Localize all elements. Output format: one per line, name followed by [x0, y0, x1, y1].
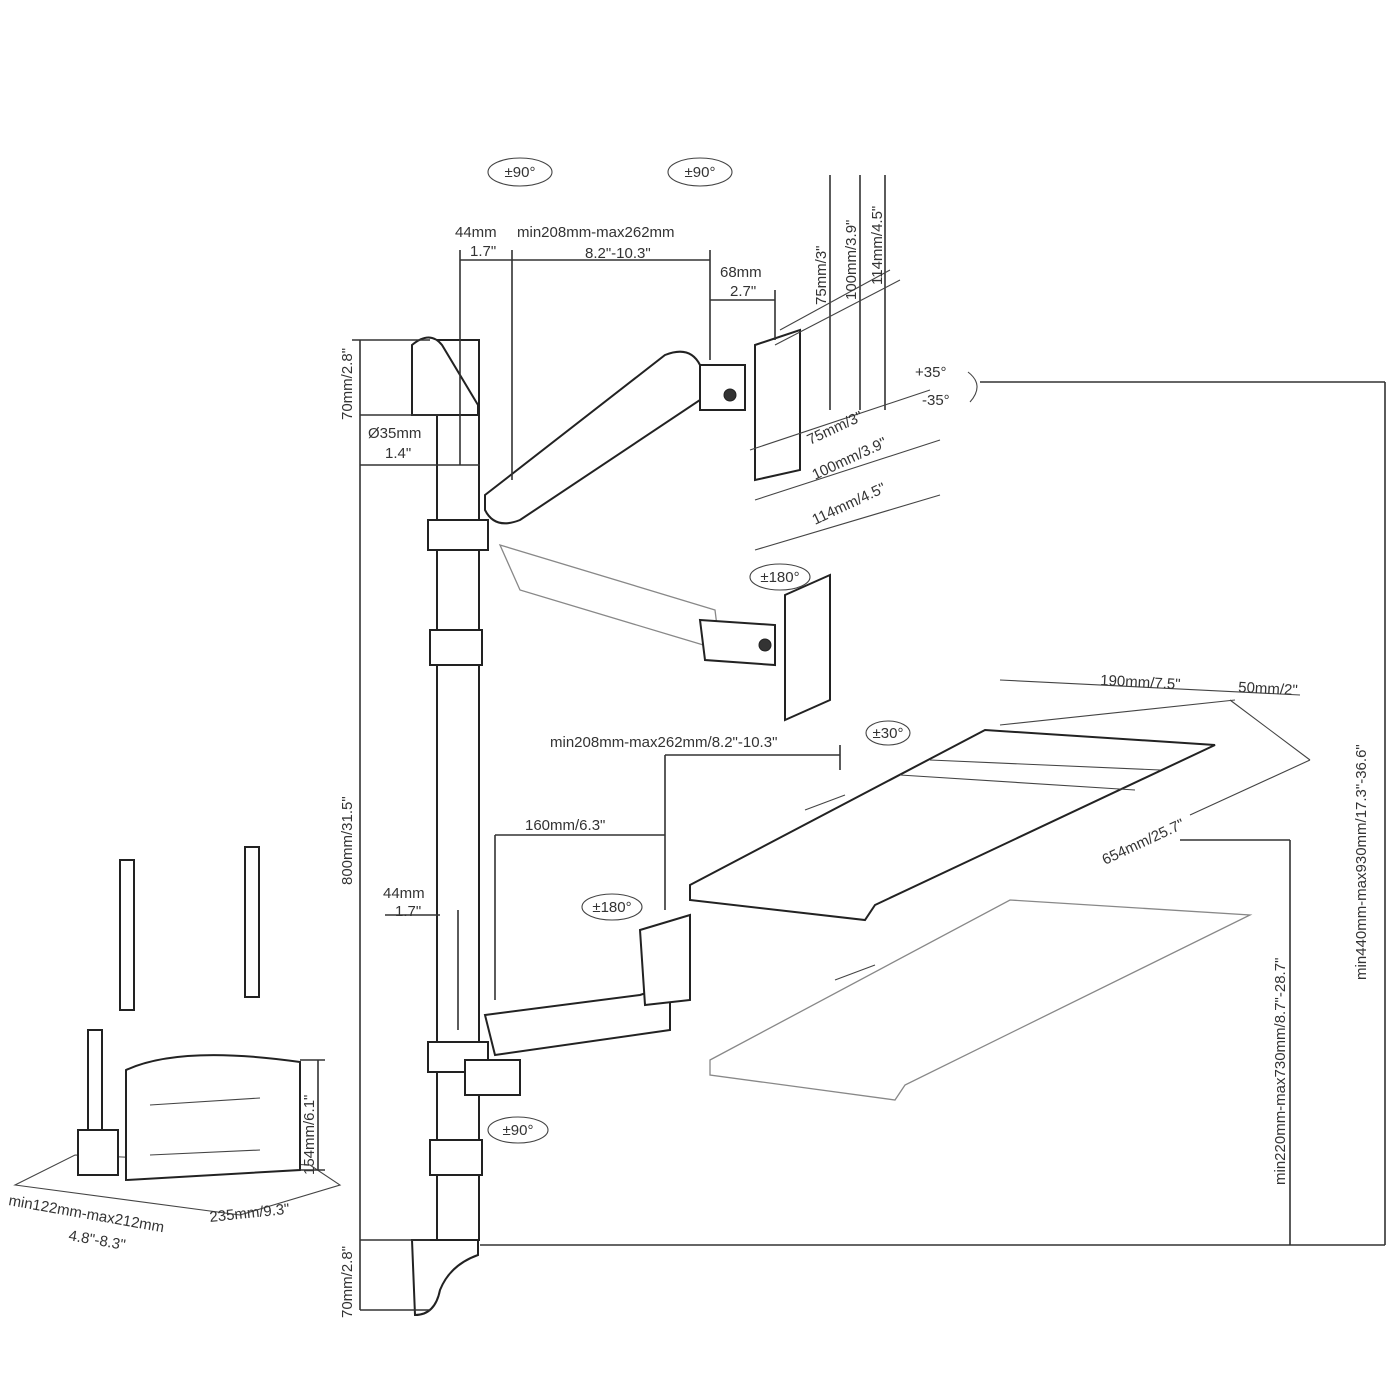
pole	[410, 336, 489, 1317]
dim-label: 190mm/7.5"	[1100, 672, 1181, 693]
bottom-clamp	[410, 1239, 479, 1317]
dim-label: 68mm	[720, 264, 762, 281]
dim-label: Ø35mm	[368, 425, 421, 442]
top-clamp	[411, 336, 479, 416]
dim-label: 70mm/2.8"	[339, 348, 356, 420]
keyboard-tray	[464, 699, 1253, 1101]
dim-label: 1.4"	[385, 445, 411, 462]
dim-label: min440mm-max930mm/17.3"-36.6"	[1353, 744, 1370, 980]
dim-label: 1.7"	[470, 243, 496, 260]
dim-label: 160mm/6.3"	[525, 817, 605, 834]
dim-label: 654mm/25.7"	[1100, 816, 1188, 869]
rotation-label: ±180°	[760, 569, 799, 586]
dim-label: 4.8"-8.3"	[67, 1227, 126, 1254]
dim-label: 50mm/2"	[1238, 679, 1298, 699]
rotation-label: ±30°	[873, 725, 904, 742]
rotation-arrow-icon	[487, 1116, 549, 1144]
dim-label: 100mm/3.9"	[843, 220, 860, 300]
dim-label: min208mm-max262mm	[517, 224, 675, 241]
monitor-arm	[484, 328, 831, 722]
collar	[429, 629, 483, 666]
rotation-label: ±90°	[505, 164, 536, 181]
dim-label: 75mm/3"	[813, 245, 830, 305]
rotation-arrow-icon	[749, 563, 811, 591]
dim-label: 44mm	[383, 885, 425, 902]
dim-label: 800mm/31.5"	[339, 796, 356, 885]
dim-label: 1.7"	[395, 903, 421, 920]
collar	[429, 1139, 483, 1176]
rotation-arrow-icon	[667, 157, 733, 187]
vesa-plate-rotated	[784, 573, 831, 722]
dim-label: 114mm/4.5"	[869, 206, 886, 285]
vesa-plate	[754, 328, 801, 482]
dim-label: min208mm-max262mm/8.2"-10.3"	[550, 734, 777, 751]
dim-label: 44mm	[455, 224, 497, 241]
dim-label: 114mm/4.5"	[810, 480, 889, 529]
rotation-label: ±180°	[592, 899, 631, 916]
rotation-label: ±90°	[503, 1122, 534, 1139]
rotation-indicators	[487, 157, 978, 1144]
rotation-label: ±90°	[685, 164, 716, 181]
dim-label: 2.7"	[730, 283, 756, 300]
rotation-arrow-icon	[865, 720, 911, 746]
tilt-arrow-icon	[967, 371, 978, 403]
tilt-label: +35°	[915, 364, 946, 381]
tilt-label: -35°	[922, 392, 950, 409]
dim-label: 8.2"-10.3"	[585, 245, 651, 262]
dim-label: 75mm/3"	[805, 408, 866, 449]
dim-label: 70mm/2.8"	[339, 1246, 356, 1318]
dimension-lines	[300, 175, 1386, 1311]
dim-label: 154mm/6.1"	[301, 1095, 318, 1175]
rotation-arrow-icon	[487, 157, 553, 187]
dim-label: min220mm-max730mm/8.7"-28.7"	[1272, 958, 1289, 1185]
cpu-holder	[13, 846, 342, 1216]
rotation-arrow-icon	[581, 893, 643, 921]
dim-label: 235mm/9.3"	[209, 1201, 291, 1226]
collar	[427, 519, 489, 551]
